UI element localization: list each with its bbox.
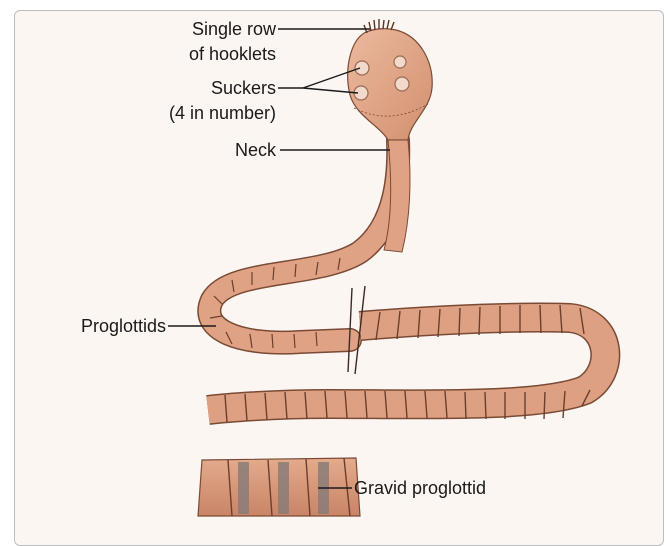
label-gravid-proglottid: Gravid proglottid [354,478,486,498]
scolex [348,19,432,252]
scolex-outline [348,29,432,140]
gravid-proglottid-segment [198,458,360,516]
label-proglottids: Proglottids [81,316,166,336]
label-neck: Neck [235,140,277,160]
label-hooklets-line1: Single row [192,19,277,39]
label-hooklets-line2: of hooklets [189,44,276,64]
label-suckers-line1: Suckers [211,78,276,98]
label-suckers-line2: (4 in number) [169,103,276,123]
